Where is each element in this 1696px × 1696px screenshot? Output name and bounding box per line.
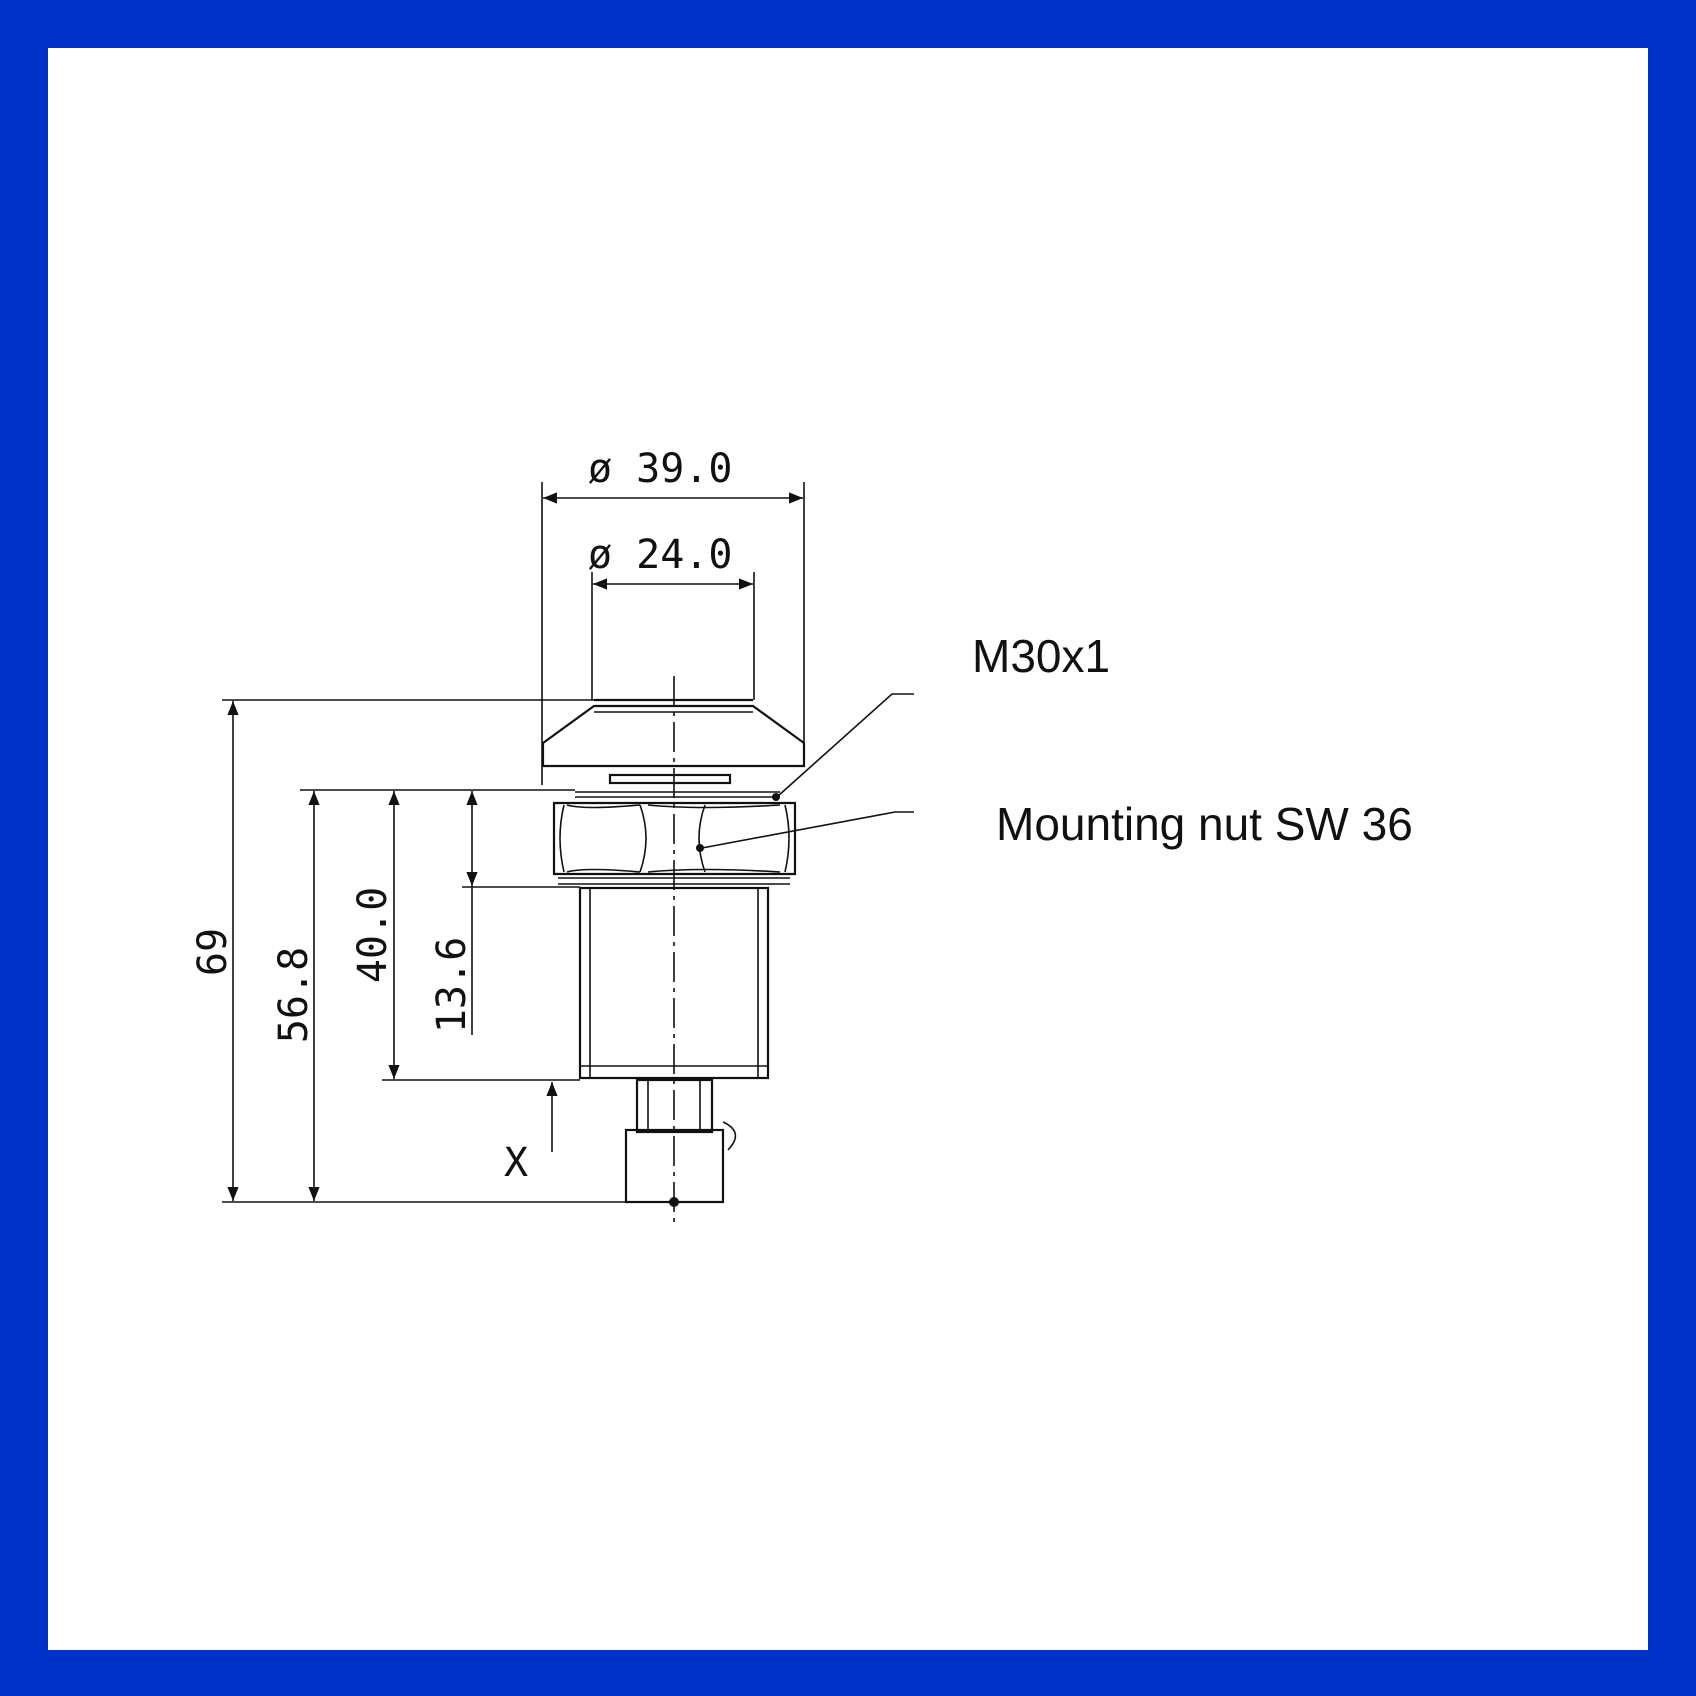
total-height-label: 69 xyxy=(190,928,236,976)
height-dimensions: 69 56.8 40.0 13.6 X xyxy=(190,699,674,1203)
washer xyxy=(608,773,732,785)
thread-leader xyxy=(777,693,914,797)
outer-diameter-label: ø 39.0 xyxy=(588,446,733,492)
mounting-nut xyxy=(552,801,797,876)
diameter-dimensions: ø 39.0 ø 24.0 xyxy=(541,446,805,785)
nut-leader xyxy=(701,811,914,849)
nut-callout: Mounting nut SW 36 xyxy=(996,798,1413,850)
x-marker-label: X xyxy=(504,1140,528,1186)
thread-callout: M30x1 xyxy=(972,630,1110,682)
height-56-8-label: 56.8 xyxy=(271,947,317,1043)
button-bezel xyxy=(541,704,806,768)
nut-height-label: 13.6 xyxy=(429,937,475,1033)
callouts: M30x1 Mounting nut SW 36 xyxy=(696,630,1413,852)
inner-diameter-label: ø 24.0 xyxy=(588,532,733,578)
height-40-0-label: 40.0 xyxy=(350,887,396,983)
pushbutton-body xyxy=(541,676,806,1224)
